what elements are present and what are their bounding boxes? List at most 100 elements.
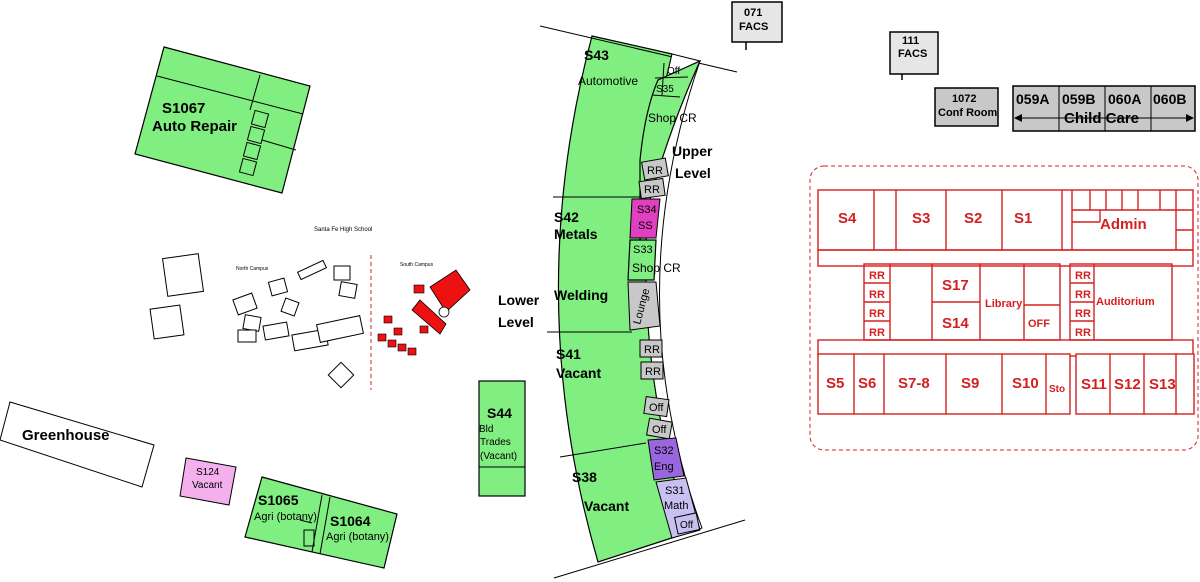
s34-id: S34 — [637, 204, 657, 216]
arc-section-labels: S43 Automotive S42 Metals Welding S41 Va… — [554, 47, 638, 514]
s38-id: S38 — [572, 469, 597, 485]
room-s5: S5 — [826, 375, 844, 392]
s43-shop-cr: Shop CR — [648, 111, 697, 125]
lower-level-line2: Level — [498, 314, 534, 330]
room-s6: S6 — [858, 375, 876, 392]
room-s9: S9 — [961, 375, 979, 392]
off-label-3: Off — [680, 520, 693, 531]
s42-name: Metals — [554, 226, 598, 242]
rr-left-2: RR — [869, 289, 885, 301]
inset-title: Santa Fe High School — [314, 227, 372, 233]
rr-label-4: RR — [645, 366, 661, 378]
room-s14: S14 — [942, 315, 969, 332]
building-conf-room[interactable]: 1072 Conf Room — [934, 87, 999, 127]
s44-line1: Bld — [479, 424, 493, 435]
rr-label-1: RR — [647, 165, 663, 177]
room-admin: Admin — [1100, 216, 1147, 233]
s1064-id: S1064 — [330, 513, 371, 529]
room-s32[interactable]: S32 Eng — [647, 437, 685, 481]
s1064-name: Agri (botany) — [326, 531, 389, 543]
s44-id: S44 — [487, 405, 512, 421]
building-s124[interactable]: S124 Vacant — [179, 457, 237, 506]
s44-line3: (Vacant) — [480, 451, 517, 462]
s38-name: Vacant — [584, 498, 629, 514]
s32-name: Eng — [654, 461, 674, 473]
s1065-name: Agri (botany) — [254, 511, 317, 523]
restroom-lower[interactable]: RR RR — [639, 339, 664, 380]
s33-id: S33 — [633, 244, 653, 256]
s44-line2: Trades — [480, 437, 511, 448]
rr-left-3: RR — [869, 308, 885, 320]
building-greenhouse[interactable]: Greenhouse — [0, 401, 155, 488]
s31-name: Math — [664, 500, 688, 512]
room-library: Library — [985, 298, 1023, 310]
building-s44[interactable]: S44 Bld Trades (Vacant) — [478, 380, 526, 497]
child-care-name: Child Care — [1064, 110, 1139, 127]
room-s12: S12 — [1114, 376, 1141, 393]
conf-id: 1072 — [952, 93, 976, 105]
inset-north: North Campus — [236, 266, 269, 272]
rr-left-1: RR — [869, 270, 885, 282]
s1067-id: S1067 — [162, 100, 205, 117]
room-s17: S17 — [942, 277, 969, 294]
s43-name: Automotive — [578, 74, 638, 88]
room-off: OFF — [1028, 318, 1050, 330]
s1067-name: Auto Repair — [152, 118, 237, 135]
facs111-id: 111 — [902, 35, 919, 47]
main-building: S4 S3 S2 S1 Admin RR RR RR RR S17 S14 Li… — [809, 165, 1199, 451]
rr-label-3: RR — [644, 344, 660, 356]
building-child-care[interactable]: 059A 059B 060A 060B Child Care — [1012, 85, 1196, 132]
s31-id: S31 — [665, 485, 685, 497]
building-s1065-s1064[interactable]: S1065 Agri (botany) S1064 Agri (botany) — [244, 476, 398, 569]
rr-right-2: RR — [1075, 289, 1091, 301]
building-facs-111[interactable]: 111 FACS — [889, 31, 939, 80]
facs111-name: FACS — [898, 48, 927, 60]
room-s3: S3 — [912, 210, 930, 227]
office-lower[interactable]: Off Off — [643, 395, 673, 440]
room-lounge[interactable]: Lounge — [627, 281, 661, 331]
rr-label-2: RR — [644, 184, 660, 196]
s43-id: S43 — [584, 47, 609, 63]
room-s1: S1 — [1014, 210, 1032, 227]
room-s4: S4 — [838, 210, 857, 227]
s124-id: S124 — [196, 467, 220, 478]
s42-welding: Welding — [554, 287, 608, 303]
off-label-2: Off — [652, 424, 667, 436]
s35-id: S35 — [656, 84, 674, 95]
room-s11: S11 — [1081, 376, 1107, 393]
room-s34[interactable]: S34 SS — [629, 198, 661, 239]
building-s1067[interactable]: S1067 Auto Repair — [134, 46, 311, 194]
child-care-room-2: 059B — [1062, 91, 1095, 107]
room-s33[interactable]: S33 Shop CR — [627, 239, 681, 281]
rr-left-4: RR — [869, 327, 885, 339]
lower-level-line1: Lower — [498, 292, 540, 308]
room-sto: Sto — [1049, 384, 1065, 395]
child-care-room-4: 060B — [1153, 91, 1186, 107]
building-facs-071[interactable]: 071 FACS — [731, 1, 783, 50]
s43-off: Off — [667, 66, 680, 77]
s41-id: S41 — [556, 346, 581, 362]
room-s35[interactable]: Off S35 Shop CR — [639, 59, 702, 241]
level-labels: Upper Level Lower Level — [498, 143, 713, 330]
room-s13: S13 — [1149, 376, 1176, 393]
room-s7-8: S7-8 — [898, 375, 930, 392]
room-s31[interactable]: S31 Math Off — [655, 477, 701, 539]
s32-id: S32 — [654, 445, 674, 457]
s41-name: Vacant — [556, 365, 601, 381]
s42-id: S42 — [554, 209, 579, 225]
off-label-1: Off — [649, 402, 664, 414]
restroom-upper[interactable]: RR RR — [638, 157, 669, 200]
campus-inset: Santa Fe High School North Campus South … — [149, 227, 471, 390]
room-auditorium: Auditorium — [1096, 296, 1155, 308]
greenhouse-label: Greenhouse — [22, 427, 110, 444]
child-care-room-3: 060A — [1108, 91, 1141, 107]
rr-right-4: RR — [1075, 327, 1091, 339]
inset-south: South Campus — [400, 262, 434, 268]
rr-right-1: RR — [1075, 270, 1091, 282]
upper-level-line2: Level — [675, 165, 711, 181]
upper-level-line1: Upper — [672, 143, 713, 159]
room-s10: S10 — [1012, 375, 1039, 392]
facs071-id: 071 — [744, 7, 762, 19]
s124-name: Vacant — [192, 480, 223, 491]
